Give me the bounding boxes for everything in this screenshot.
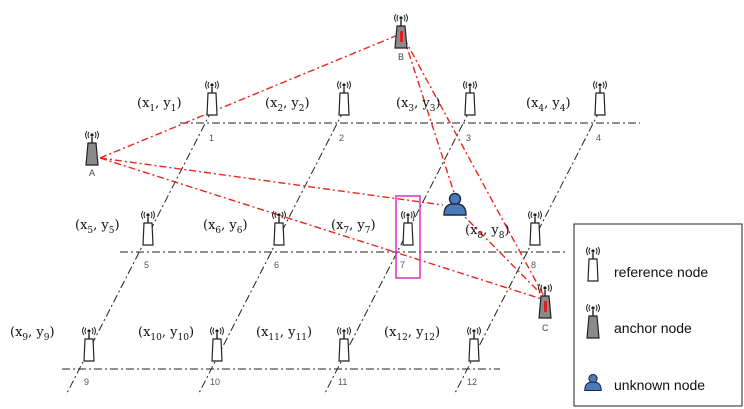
signal-line-a-c: [99, 157, 546, 301]
node-number: 9: [84, 377, 89, 387]
reference-node-5: [140, 210, 156, 246]
grid-rows: [62, 122, 640, 370]
coord-label-7: (x7, y7): [331, 218, 376, 236]
legend-reference-label: reference node: [614, 264, 708, 280]
coord-label-11: (x11, y11): [256, 325, 312, 343]
node-number: 1: [209, 133, 214, 143]
coordinate-labels: (x1, y1) (x2, y2) (x3, y3) (x4, y4) (x5,…: [10, 96, 571, 343]
coord-label-6: (x6, y6): [203, 218, 248, 236]
signal-line-a-b: [99, 34, 399, 159]
reference-node-6: [271, 210, 287, 246]
anchor-label-a: A: [89, 168, 95, 178]
node-number: 5: [144, 260, 149, 270]
reference-node-4: [592, 80, 608, 116]
anchor-label-c: C: [542, 323, 549, 333]
node-number: 3: [466, 133, 471, 143]
coord-label-2: (x2, y2): [265, 96, 310, 114]
legend-unknown-label: unknown node: [614, 377, 705, 393]
grid-col-4: [453, 109, 601, 396]
node-number: 4: [596, 133, 601, 143]
node-number: 2: [339, 133, 344, 143]
signal-line-b-c: [403, 37, 546, 299]
reference-node-2: [336, 80, 352, 116]
reference-node-8: [527, 210, 543, 246]
coord-label-5: (x5, y5): [75, 218, 120, 236]
coord-label-9: (x9, y9): [10, 325, 55, 343]
coord-label-3: (x3, y3): [396, 96, 441, 114]
grid-col-2: [197, 109, 345, 396]
reference-node-7: [400, 210, 416, 246]
node-number: 11: [338, 377, 347, 387]
anchor-node-c: [537, 283, 553, 319]
signal-line-b-unknown: [403, 37, 459, 206]
anchor-node-a: [84, 130, 100, 166]
anchor-node-b: [393, 13, 409, 49]
reference-node-3: [462, 80, 478, 116]
reference-nodes: 1 2 3 4 5 6 7 8 9 10 11 12: [81, 80, 608, 387]
reference-node-9: [81, 326, 97, 362]
reference-node-1: [204, 80, 220, 116]
signal-lines: [99, 34, 546, 301]
coord-label-8: (x8, y8): [465, 223, 510, 241]
signal-line-a-unknown: [99, 157, 444, 206]
reference-node-10: [209, 326, 225, 362]
anchor-nodes: A B C: [84, 13, 553, 333]
highlight-box: [395, 195, 421, 279]
grid-col-1: [65, 109, 213, 396]
node-number: 7: [400, 260, 405, 270]
signal-line-unknown-c: [457, 209, 546, 299]
coord-label-1: (x1, y1): [137, 96, 182, 114]
node-number: 8: [531, 260, 536, 270]
node-number: 12: [467, 377, 477, 387]
reference-node-11: [336, 326, 352, 362]
reference-node-12: [466, 326, 482, 362]
legend-anchor-label: anchor node: [614, 320, 692, 336]
legend-box: [573, 223, 743, 407]
node-number: 10: [210, 377, 220, 387]
coord-label-10: (x10, y10): [138, 325, 194, 343]
coord-label-4: (x4, y4): [526, 96, 571, 114]
unknown-node: [443, 192, 467, 216]
anchor-label-b: B: [398, 52, 404, 62]
node-number: 6: [274, 260, 279, 270]
legend: reference node anchor node unknown node: [573, 223, 743, 407]
coord-label-12: (x12, y12): [384, 325, 440, 343]
